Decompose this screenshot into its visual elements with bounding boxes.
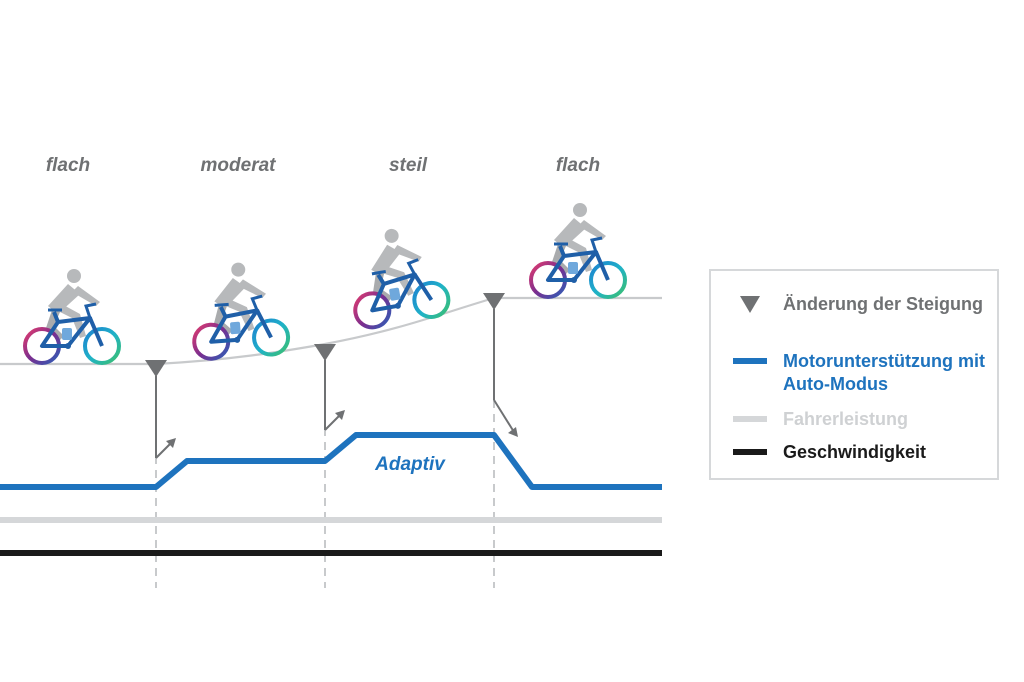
triangle-down-icon (145, 360, 167, 377)
legend-label: Motorunterstützung mit Auto-Modus (783, 351, 985, 394)
legend-item-speed: Geschwindigkeit (733, 441, 998, 464)
legend-swatch (733, 350, 767, 364)
legend-label: Änderung der Steigung (783, 294, 983, 314)
section-label-steep: steil (388, 155, 428, 176)
section-label-flat-1: flach (45, 155, 91, 176)
legend-item-motor-support: Motorunterstützung mit Auto-Modus (733, 350, 998, 396)
legend: Änderung der Steigung Motorunterstützung… (709, 269, 999, 480)
arrow-up-right-icon (324, 413, 342, 431)
rider-steep (340, 219, 454, 333)
bicycle-rider-icon (23, 267, 121, 365)
section-label-flat-2: flach (555, 155, 601, 176)
triangle-down-icon (483, 293, 505, 310)
triangle-down-icon (740, 296, 760, 313)
bicycle-rider-icon (186, 257, 292, 362)
motor-support-line (0, 432, 662, 490)
marker-arrows (155, 309, 515, 459)
bicycle-rider-icon (340, 219, 454, 333)
arrow-up-right-icon (155, 441, 173, 459)
legend-label: Fahrerleistung (783, 409, 909, 429)
legend-item-rider-effort: Fahrerleistung (733, 408, 998, 431)
legend-line-speed (733, 449, 767, 455)
arrow-down-right-icon (493, 399, 515, 433)
rider-flat-1 (23, 267, 121, 365)
legend-item-gradient-change: Änderung der Steigung (733, 293, 998, 322)
rider-flat-2 (529, 201, 627, 299)
legend-swatch (733, 293, 767, 322)
legend-line-rider (733, 416, 767, 422)
arrow-heads (166, 410, 518, 448)
rider-moderate (186, 257, 292, 362)
triangle-down-icon (314, 344, 336, 361)
legend-swatch (733, 408, 767, 422)
section-label-moderate: moderat (200, 155, 276, 176)
adaptiv-label: Adaptiv (375, 454, 445, 475)
bicycle-rider-icon (529, 201, 627, 299)
legend-label: Geschwindigkeit (783, 442, 927, 462)
legend-swatch (733, 441, 767, 455)
gradient-markers (145, 293, 505, 377)
legend-line-motor (733, 358, 767, 364)
